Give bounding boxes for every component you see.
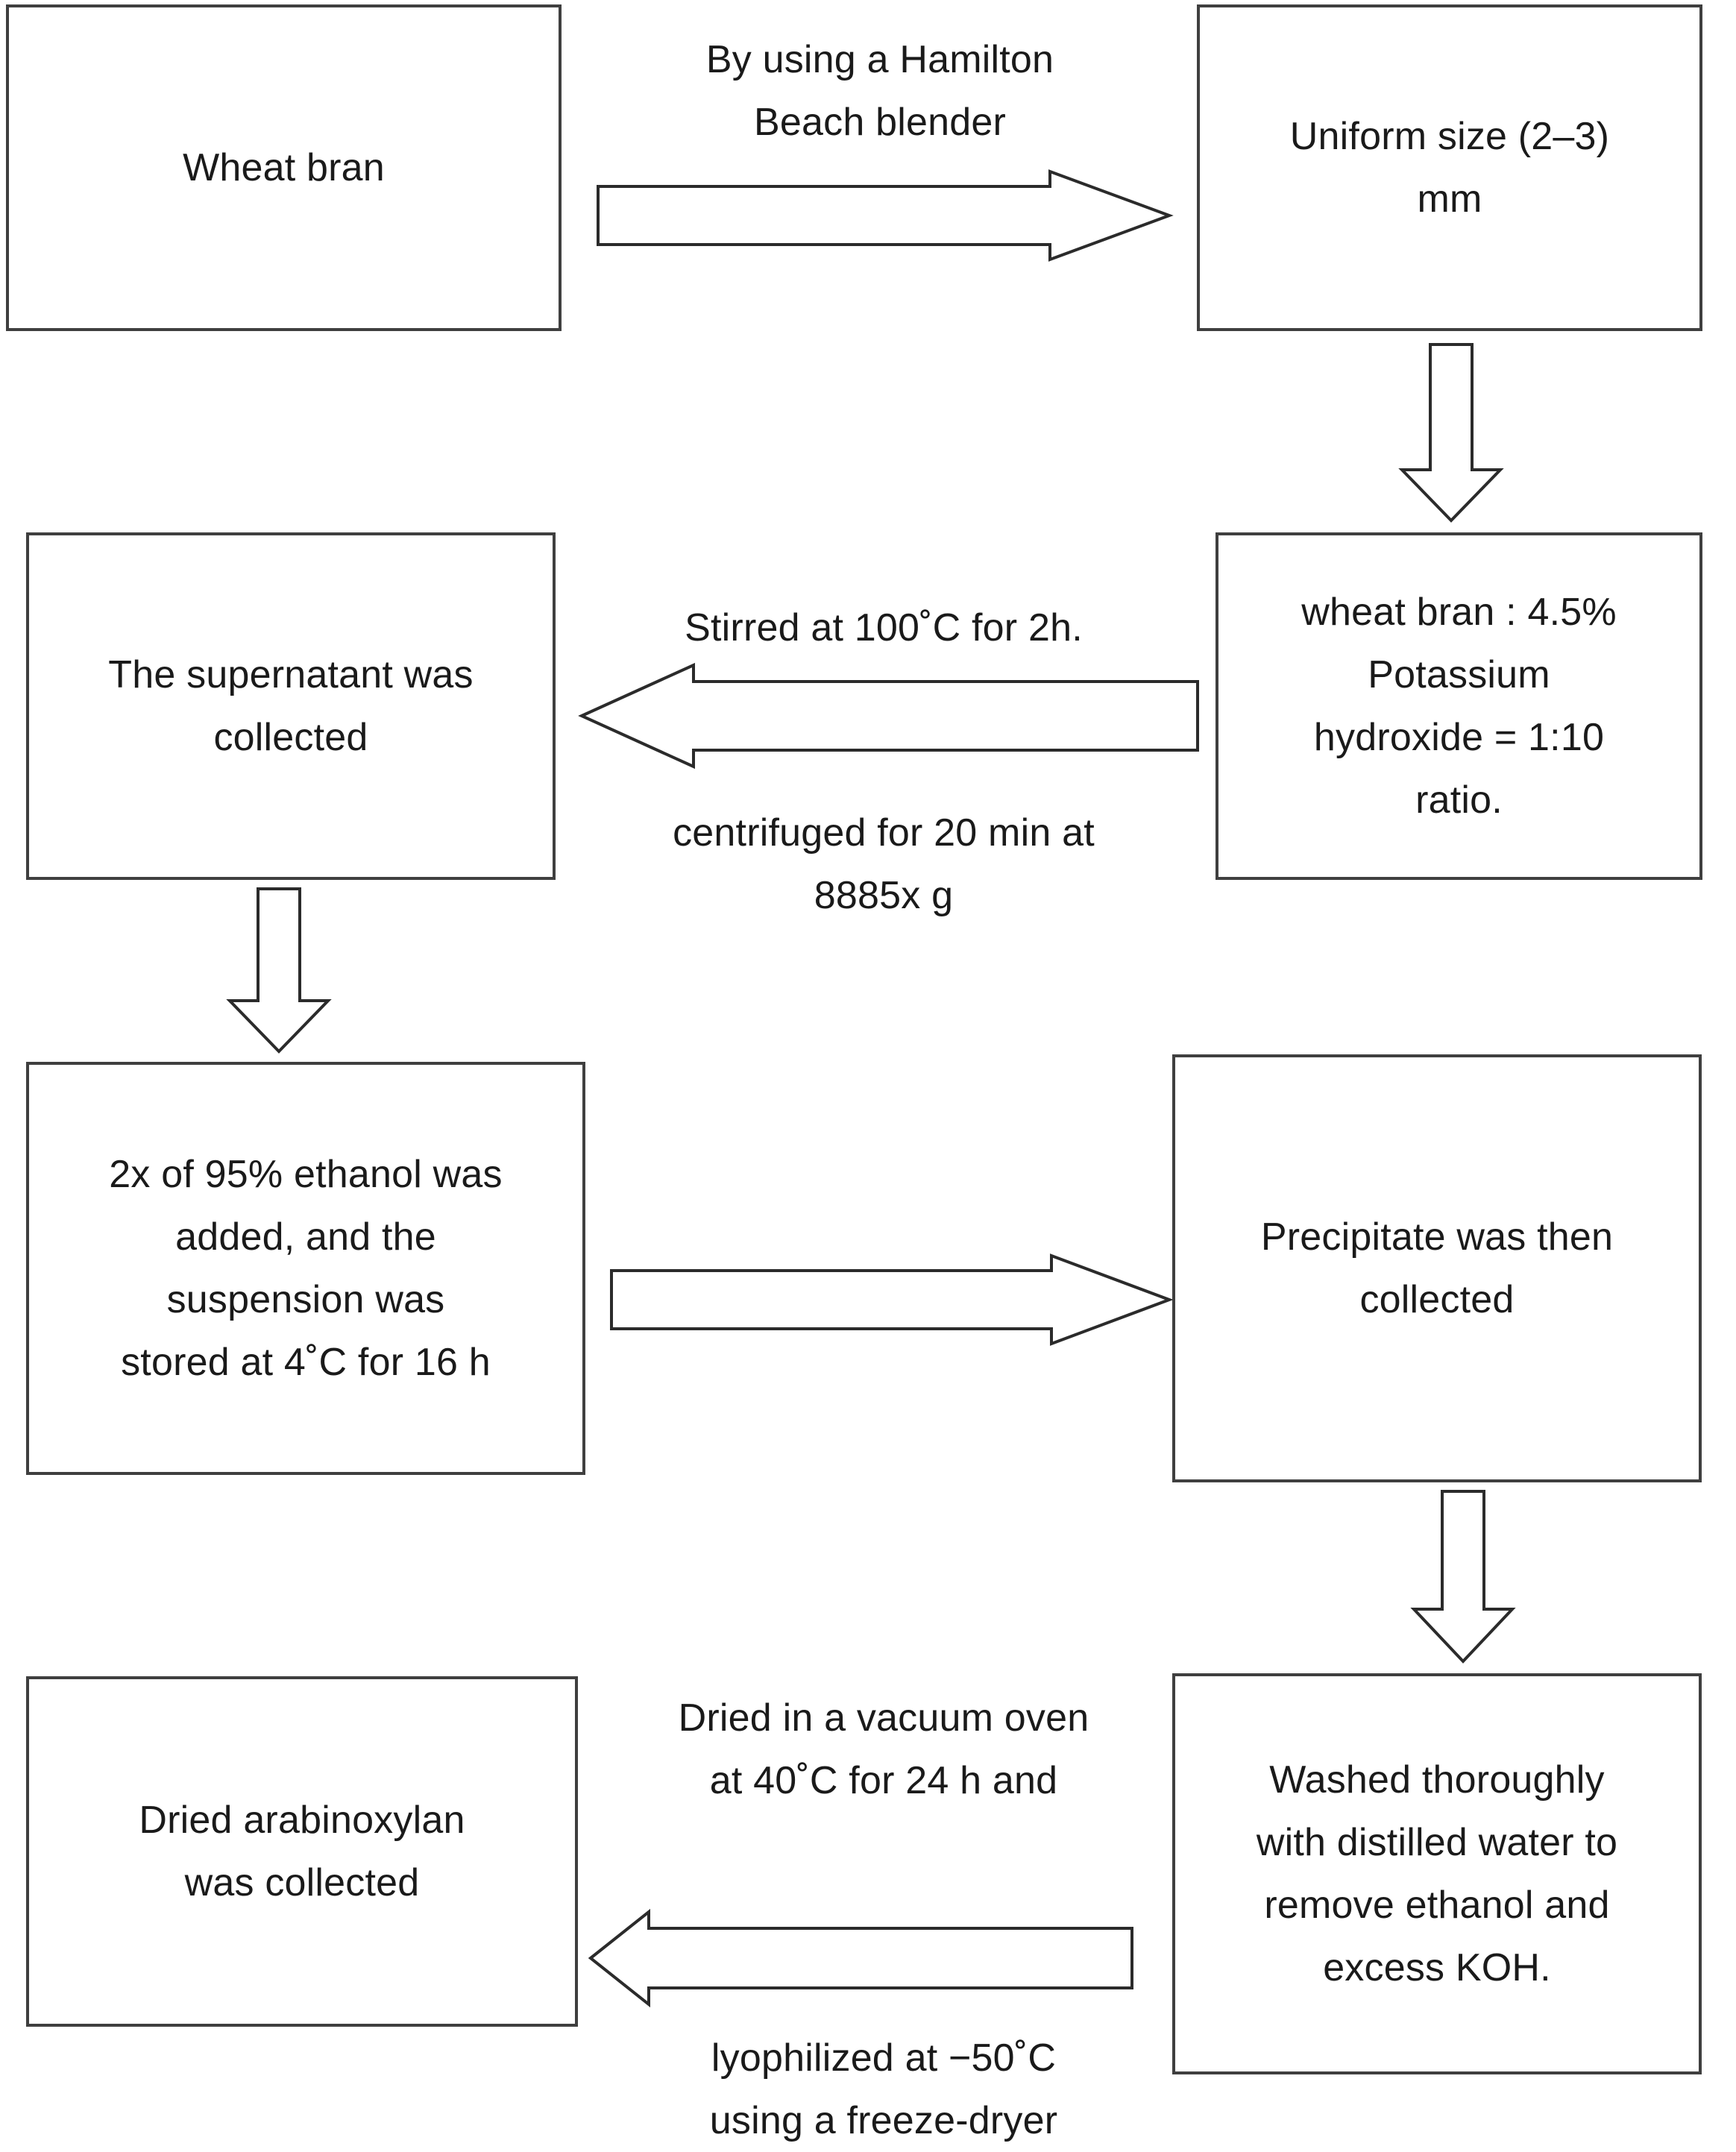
arrow-left-stir-centrifuge [578,662,1199,770]
edge-label-lyophilized-below: lyophilized at −50˚C using a freeze-drye… [709,2036,1058,2143]
arrow-down-precipitate-to-washed [1408,1490,1518,1664]
node-koh-ratio[interactable]: wheat bran : 4.5% Potassium hydroxide = … [1215,532,1702,880]
node-wheat-bran[interactable]: Wheat bran [6,4,562,331]
edge-label-centrifuged-below: centrifuged for 20 min at 8885x g [673,811,1095,918]
node-supernatant-label: The supernatant was collected [108,652,474,759]
arrow-right-blender [597,169,1174,262]
arrow-left-dry-lyophilize [588,1908,1133,2008]
arrow-down-size-to-koh [1396,343,1506,523]
node-dried-arabinoxylan[interactable]: Dried arabinoxylan was collected [26,1676,578,2027]
node-ethanol-added-label: 2x of 95% ethanol was added, and the sus… [109,1152,503,1385]
arrow-down-supernatant-to-ethanol [224,887,334,1054]
edge-label-stirred-above: Stirred at 100˚C for 2h. [685,606,1083,649]
node-dried-arabinoxylan-label: Dried arabinoxylan was collected [139,1798,465,1904]
node-washed-label: Washed thoroughly with distilled water t… [1256,1758,1618,1990]
node-wheat-bran-label: Wheat bran [183,145,385,189]
edge-label-vacuum-oven-above: Dried in a vacuum oven at 40˚C for 24 h … [678,1696,1089,1803]
node-washed[interactable]: Washed thoroughly with distilled water t… [1172,1673,1702,2074]
edge-label-blender-above: By using a Hamilton Beach blender [705,38,1054,145]
node-koh-ratio-label: wheat bran : 4.5% Potassium hydroxide = … [1301,590,1617,822]
node-uniform-size[interactable]: Uniform size (2–3) mm [1197,4,1702,331]
node-ethanol-added[interactable]: 2x of 95% ethanol was added, and the sus… [26,1062,585,1475]
node-supernatant[interactable]: The supernatant was collected [26,532,556,880]
node-precipitate-label: Precipitate was then collected [1260,1215,1614,1321]
node-precipitate[interactable]: Precipitate was then collected [1172,1054,1702,1482]
arrow-right-ethanol-to-precipitate [610,1253,1174,1346]
node-uniform-size-label: Uniform size (2–3) mm [1289,114,1610,221]
